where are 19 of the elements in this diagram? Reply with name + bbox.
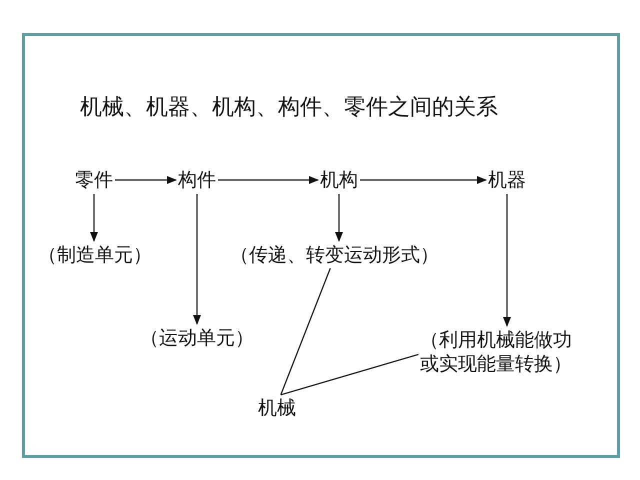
node-label: （传递、转变运动形式） <box>230 243 439 267</box>
node-label: 机械 <box>258 396 296 420</box>
connector-line <box>280 354 419 396</box>
arrow <box>193 194 201 325</box>
arrow <box>115 176 177 184</box>
node-label: 机器 <box>488 168 526 192</box>
arrow <box>360 176 487 184</box>
node-label: （利用机械能做功或实现能量转换） <box>420 328 576 376</box>
node-label: 构件 <box>178 168 216 192</box>
node-label: 零件 <box>75 168 113 192</box>
connector-line <box>280 268 331 396</box>
arrow <box>335 194 343 242</box>
title: 机械、机器、机构、构件、零件之间的关系 <box>80 94 498 122</box>
node-label: （运动单元） <box>140 326 254 350</box>
arrow <box>503 194 511 327</box>
arrow <box>90 194 98 242</box>
node-label: 机构 <box>320 168 358 192</box>
node-label: （制造单元） <box>38 243 152 267</box>
arrow <box>218 176 319 184</box>
